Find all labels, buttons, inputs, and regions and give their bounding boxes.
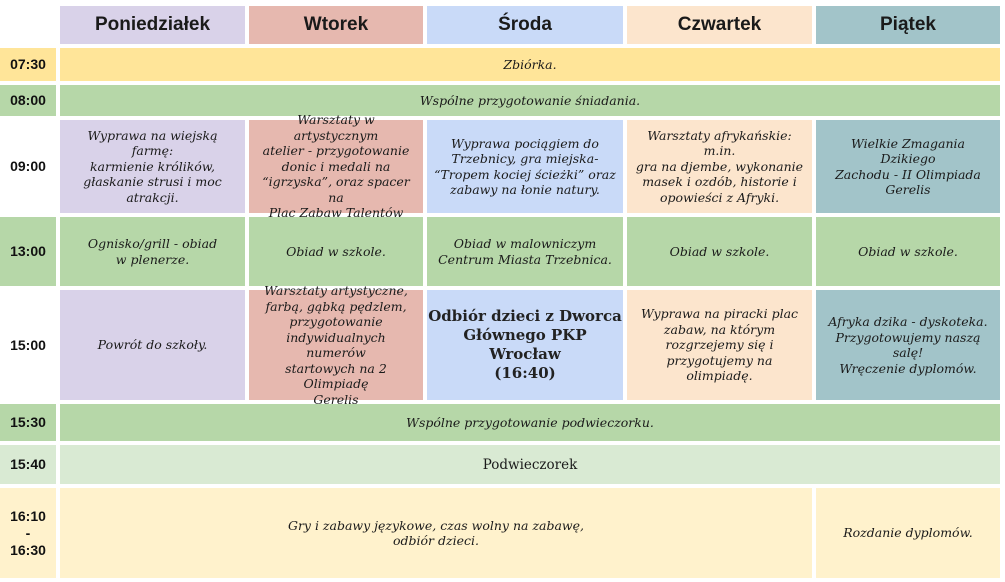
activity-1300-friday: Obiad w szkole.: [816, 217, 1000, 286]
activity-1540-text: Podwieczorek: [482, 456, 578, 473]
activity-1500-friday-text: Afryka dzika - dyskoteka. Przygotowujemy…: [828, 314, 988, 376]
time-1530: 15:30: [0, 404, 56, 441]
activity-0900-monday-text: Wyprawa na wiejską farmę: karmienie król…: [83, 127, 222, 205]
time-0900: 09:00: [0, 120, 56, 213]
activity-1300-wednesday-text: Obiad w malowniczym Centrum Miasta Trzeb…: [438, 236, 612, 267]
activity-1300-tuesday: Obiad w szkole.: [249, 217, 423, 286]
header-thursday-label: Czwartek: [677, 14, 762, 35]
activity-0900-tuesday: Warsztaty w artystycznym atelier - przyg…: [249, 112, 423, 220]
time-0900-label: 09:00: [10, 158, 46, 174]
header-wednesday-label: Środa: [498, 14, 552, 35]
time-0730-label: 07:30: [10, 56, 46, 72]
activity-1300-thursday-text: Obiad w szkole.: [669, 243, 770, 259]
activity-1500-thursday-text: Wyprawa na piracki plac zabaw, na którym…: [640, 306, 799, 384]
time-1500: 15:00: [0, 290, 56, 400]
activity-0900-thursday-text: Warsztaty afrykańskie: m.in. gra na djem…: [635, 127, 804, 205]
time-0730: 07:30: [0, 48, 56, 81]
activity-1300-tuesday-text: Obiad w szkole.: [286, 243, 386, 259]
activity-1300-friday-text: Obiad w szkole.: [858, 243, 958, 259]
time-1610-label: 16:10: [10, 507, 46, 524]
activity-1530: Wspólne przygotowanie podwieczorku.: [60, 404, 1000, 441]
time-1530-label: 15:30: [10, 414, 46, 430]
activity-1500-friday: Afryka dzika - dyskoteka. Przygotowujemy…: [816, 290, 1000, 400]
activity-0730: Zbiórka.: [60, 48, 1000, 81]
activity-1500-monday: Powrót do szkoły.: [60, 290, 245, 400]
header-wednesday: Środa: [427, 6, 623, 44]
activity-1500-monday-text: Powrót do szkoły.: [97, 337, 208, 353]
header-tuesday: Wtorek: [249, 6, 423, 44]
header-friday: Piątek: [816, 6, 1000, 44]
activity-1610-friday: Rozdanie dyplomów.: [816, 488, 1000, 578]
activity-0800-text: Wspólne przygotowanie śniadania.: [419, 92, 641, 108]
activity-0900-wednesday: Wyprawa pociągiem do Trzebnicy, gra miej…: [427, 120, 623, 213]
time-1610-1630: 16:10 - 16:30: [0, 488, 56, 578]
activity-1610-main-text: Gry i zabawy językowe, czas wolny na zab…: [287, 517, 585, 549]
activity-0900-tuesday-text: Warsztaty w artystycznym atelier - przyg…: [262, 112, 410, 221]
activity-0900-friday: Wielkie Zmagania Dzikiego Zachodu - II O…: [816, 120, 1000, 213]
activity-1500-tuesday-text: Warsztaty artystyczne, farbą, gąbką pędz…: [264, 283, 408, 407]
time-1540-label: 15:40: [10, 456, 46, 472]
time-1540: 15:40: [0, 445, 56, 484]
activity-1300-monday-text: Ognisko/grill - obiad w plenerze.: [87, 236, 218, 267]
header-friday-label: Piątek: [880, 14, 936, 35]
header-monday: Poniedziałek: [60, 6, 245, 44]
activity-1610-main: Gry i zabawy językowe, czas wolny na zab…: [60, 488, 812, 578]
activity-0900-friday-text: Wielkie Zmagania Dzikiego Zachodu - II O…: [835, 135, 981, 198]
activity-1500-thursday: Wyprawa na piracki plac zabaw, na którym…: [627, 290, 812, 400]
activity-1300-wednesday: Obiad w malowniczym Centrum Miasta Trzeb…: [427, 217, 623, 286]
activity-1610-friday-text: Rozdanie dyplomów.: [843, 525, 973, 541]
activity-1530-text: Wspólne przygotowanie podwieczorku.: [406, 414, 654, 430]
activity-0800: Wspólne przygotowanie śniadania.: [60, 85, 1000, 116]
activity-0900-monday: Wyprawa na wiejską farmę: karmienie król…: [60, 120, 245, 213]
activity-0900-thursday: Warsztaty afrykańskie: m.in. gra na djem…: [627, 120, 812, 213]
activity-0730-text: Zbiórka.: [503, 56, 557, 72]
header-monday-label: Poniedziałek: [94, 14, 211, 35]
activity-1500-wednesday: Odbiór dzieci z Dworca Głównego PKP Wroc…: [427, 290, 623, 400]
time-0800: 08:00: [0, 85, 56, 116]
time-0800-label: 08:00: [10, 92, 46, 108]
time-1630-label: 16:30: [10, 541, 46, 558]
activity-1300-monday: Ognisko/grill - obiad w plenerze.: [60, 217, 245, 286]
activity-1500-tuesday: Warsztaty artystyczne, farbą, gąbką pędz…: [249, 283, 423, 407]
time-1300: 13:00: [0, 217, 56, 286]
activity-1500-wednesday-text: Odbiór dzieci z Dworca Głównego PKP Wroc…: [428, 307, 622, 382]
activity-0900-wednesday-text: Wyprawa pociągiem do Trzebnicy, gra miej…: [434, 135, 616, 198]
time-dash: -: [25, 524, 31, 541]
activity-1300-thursday: Obiad w szkole.: [627, 217, 812, 286]
header-thursday: Czwartek: [627, 6, 812, 44]
header-tuesday-label: Wtorek: [303, 14, 369, 35]
activity-1540: Podwieczorek: [60, 445, 1000, 484]
time-1300-label: 13:00: [10, 243, 46, 259]
time-1500-label: 15:00: [10, 336, 46, 353]
